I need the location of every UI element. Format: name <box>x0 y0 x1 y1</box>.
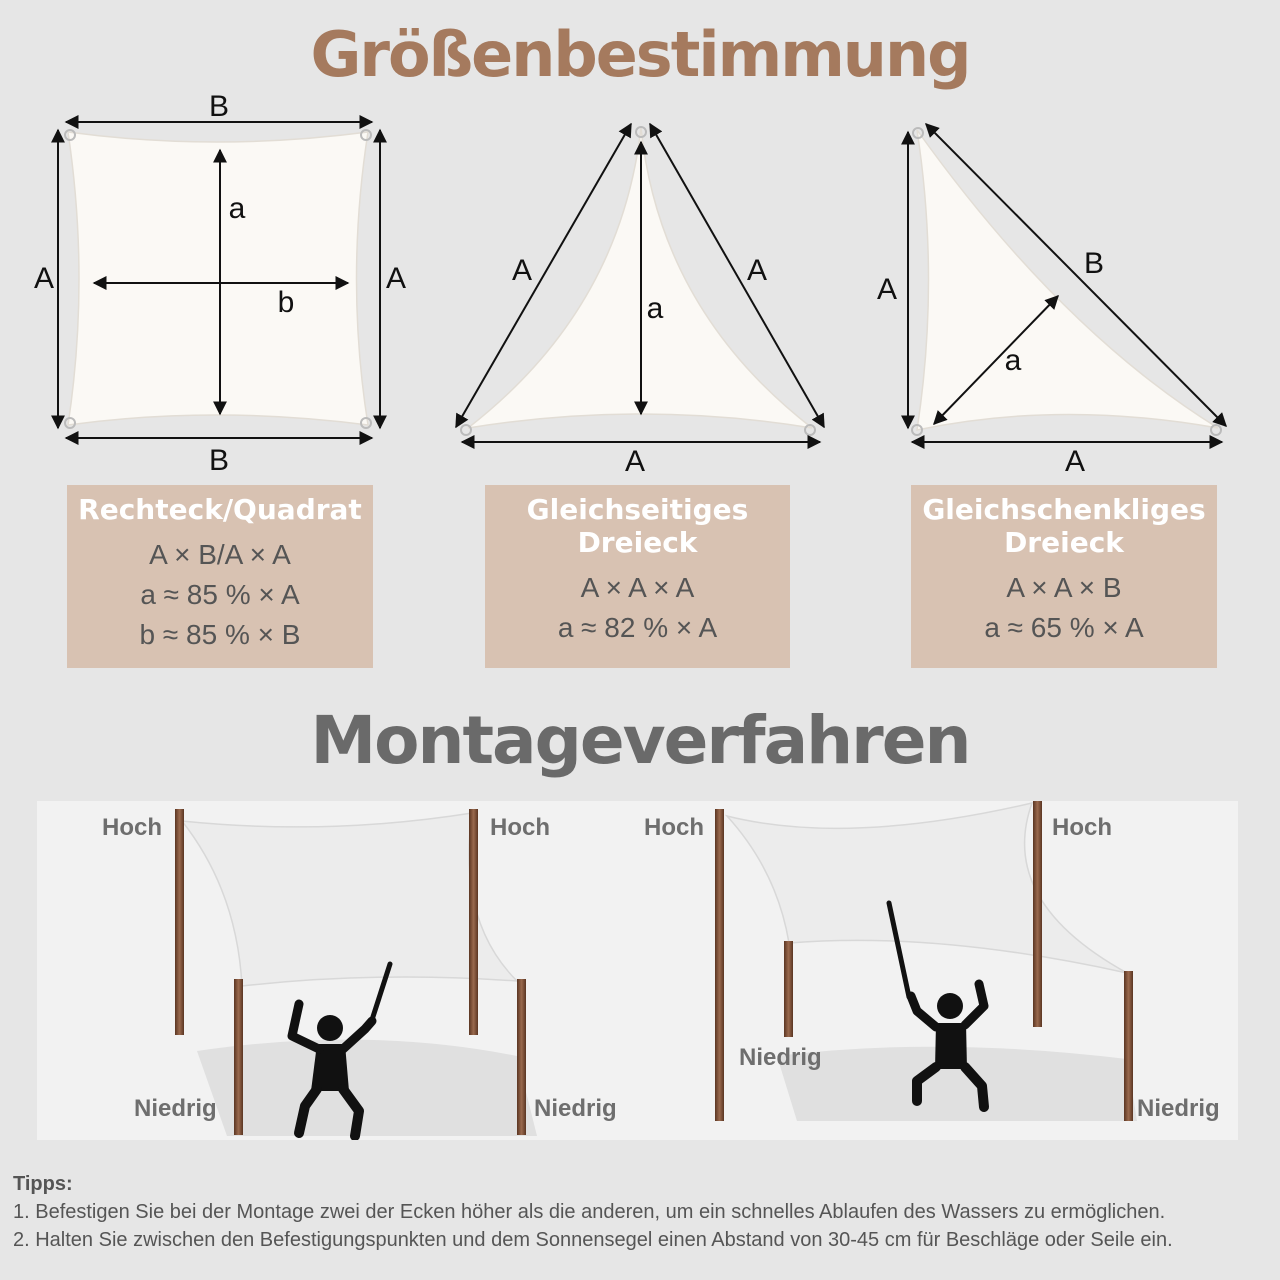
tips-heading: Tipps: <box>13 1173 73 1195</box>
left-high-left-label: Hoch <box>102 814 162 841</box>
tip-item-2: 2. Halten Sie zwischen den Befestigungsp… <box>13 1229 1173 1251</box>
rect-formula-line-1: A × B/A × A <box>149 539 291 570</box>
right-high-right-label: Hoch <box>1052 814 1112 841</box>
equilateral-formula-box: Gleichseitiges Dreieck A × A × A a ≈ 82 … <box>485 485 790 668</box>
mount-title: Montageverfahren <box>310 702 972 779</box>
mounting-scene <box>175 801 1137 1140</box>
left-high-right-label: Hoch <box>490 814 550 841</box>
equi-inner-a-label: a <box>647 292 664 325</box>
rect-formula-line-2: a ≈ 85 % × A <box>140 579 300 610</box>
right-low-left-label: Niedrig <box>739 1044 822 1071</box>
equilateral-formula-line-1: A × A × A <box>580 572 695 603</box>
equilateral-formula-line-2: a ≈ 82 % × A <box>557 612 718 643</box>
iso-bottom-label: A <box>1065 445 1085 478</box>
tips-section: Tipps: 1. Befestigen Sie bei der Montage… <box>13 1170 1173 1254</box>
isosceles-formula-line-2: a ≈ 65 % × A <box>984 612 1144 643</box>
rect-inner-a-label: a <box>229 192 246 225</box>
iso-left-label: A <box>877 273 897 306</box>
left-person-icon <box>287 961 393 1140</box>
iso-hyp-label: B <box>1084 247 1104 280</box>
right-low-right-label: Niedrig <box>1137 1095 1220 1122</box>
isosceles-formula-title-1: Gleichschenkliges <box>922 493 1206 526</box>
isosceles-formula-title-2: Dreieck <box>1004 526 1124 559</box>
rect-bottom-label: B <box>209 444 229 477</box>
equi-left-label: A <box>512 254 532 287</box>
isosceles-triangle-diagram: A B A a <box>877 123 1227 478</box>
isosceles-formula-box: Gleichschenkliges Dreieck A × A × B a ≈ … <box>911 485 1217 668</box>
left-low-right-label: Niedrig <box>534 1095 617 1122</box>
tip-item-1: 1. Befestigen Sie bei der Montage zwei d… <box>13 1201 1166 1223</box>
right-high-left-label: Hoch <box>644 814 704 841</box>
rect-left-label: A <box>34 262 54 295</box>
left-low-left-label: Niedrig <box>134 1095 217 1122</box>
rectangle-diagram: B B A A a b <box>34 90 406 477</box>
equi-right-label: A <box>747 254 767 287</box>
isosceles-formula-line-1: A × A × B <box>1006 572 1122 603</box>
rect-top-label: B <box>209 90 229 123</box>
rect-formula-line-3: b ≈ 85 % × B <box>139 619 301 650</box>
iso-inner-a-label: a <box>1005 344 1022 377</box>
right-person-icon <box>886 900 989 1112</box>
equilateral-triangle-diagram: A A A a <box>455 122 825 478</box>
rect-formula-title: Rechteck/Quadrat <box>78 493 362 526</box>
equilateral-formula-title-1: Gleichseitiges <box>526 493 749 526</box>
mounting-illustration: Hoch Hoch Niedrig Niedrig Hoch Hoch Nied… <box>37 801 1238 1140</box>
rect-inner-b-label: b <box>278 286 295 319</box>
equilateral-formula-title-2: Dreieck <box>577 526 698 559</box>
rect-formula-box: Rechteck/Quadrat A × B/A × A a ≈ 85 % × … <box>67 485 373 668</box>
rect-right-label: A <box>386 262 406 295</box>
size-title: Größenbestimmung <box>310 18 972 91</box>
equi-bottom-label: A <box>625 445 645 478</box>
